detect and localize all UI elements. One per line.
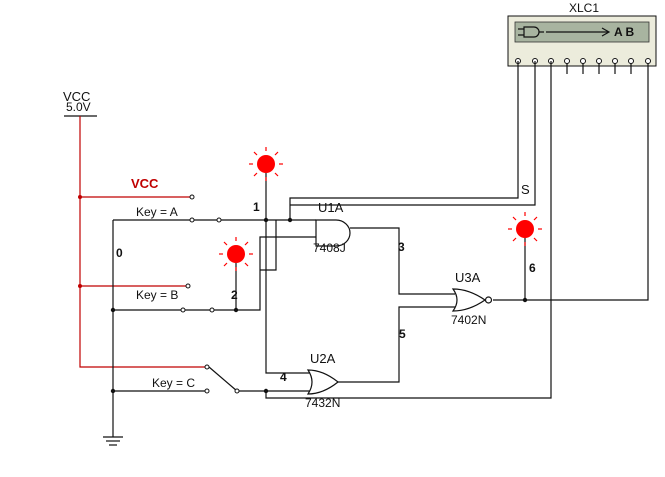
gate-u2a[interactable]: U2A 7432N [305,351,340,410]
nor-inversion-bubble [484,296,493,304]
or-gate-symbol[interactable] [306,369,339,395]
node-label-5: 5 [399,327,406,341]
vcc-net-label: VCC [131,176,159,191]
gate-u2a-ref: U2A [310,351,336,366]
node-label-s: S [521,182,530,197]
node-label-4: 4 [280,370,287,384]
vcc-source[interactable]: VCC 5.0V [63,89,97,117]
probe-2[interactable] [219,237,253,271]
logic-converter[interactable]: A B XLC1 [507,1,657,74]
and-gate-icon [518,26,544,38]
node-label-0: 0 [116,246,123,260]
power-wires: VCC [78,116,207,368]
switch-b-label: Key = B [136,288,178,302]
logic-converter-ref: XLC1 [569,1,599,15]
gate-u1a-part: 7408J [313,241,346,255]
vcc-label: VCC [63,89,90,104]
logic-converter-display: A B [614,25,635,39]
vcc-voltage: 5.0V [66,100,91,114]
node-label-3: 3 [398,240,405,254]
gate-u1a-ref: U1A [318,200,344,215]
probe-lamp-icon [257,155,275,173]
switch-c-label: Key = C [152,376,195,390]
switch-b[interactable]: Key = B [113,283,215,313]
and-gate-symbol[interactable] [315,219,351,247]
probe-1[interactable] [249,147,283,181]
gate-u3a-part: 7402N [451,313,486,327]
node-label-1: 1 [253,200,260,214]
switch-a[interactable]: Key = A [113,194,222,223]
gate-u3a[interactable]: U3A 7402N [451,270,493,327]
gate-u3a-ref: U3A [455,270,481,285]
ground-symbol [103,220,123,446]
node-label-6: 6 [529,261,536,275]
switch-a-label: Key = A [136,205,178,219]
nor-gate-symbol[interactable] [451,288,487,312]
gate-u1a[interactable]: U1A 7408J [313,200,351,255]
node-labels: 0 1 2 3 4 5 6 S [116,182,536,384]
probe-lamp-icon [227,245,245,263]
signal-wires [110,61,649,399]
probe-6[interactable] [508,212,542,246]
gate-u2a-part: 7432N [305,396,340,410]
probe-lamp-icon [516,220,534,238]
switch-c[interactable]: Key = C [113,364,240,394]
node-label-2: 2 [231,288,238,302]
